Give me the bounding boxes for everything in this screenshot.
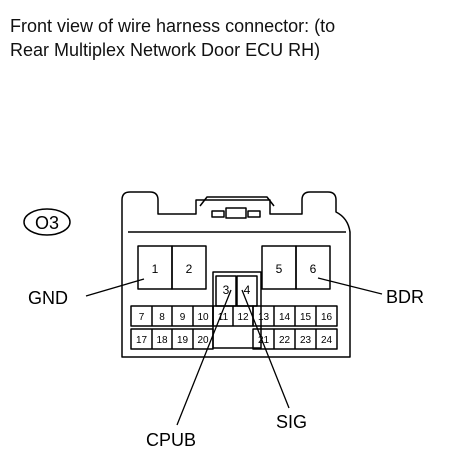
pin-label-14: 14 bbox=[279, 312, 291, 323]
pin-label-3: 3 bbox=[223, 283, 230, 297]
pin-label-24: 24 bbox=[321, 335, 333, 346]
locking-tab bbox=[199, 196, 275, 207]
pin-label-22: 22 bbox=[279, 335, 291, 346]
pin-label-4: 4 bbox=[244, 283, 251, 297]
cavity-2 bbox=[171, 245, 207, 290]
callout-bdr: BDR bbox=[386, 287, 424, 307]
leader-bdr bbox=[317, 277, 383, 295]
pin-label-23: 23 bbox=[300, 335, 312, 346]
connector-code: O3 bbox=[35, 213, 59, 233]
pin-label-17: 17 bbox=[136, 335, 148, 346]
pin-label-11: 11 bbox=[218, 312, 229, 323]
cavity-6 bbox=[295, 245, 331, 290]
connector-code-badge bbox=[23, 208, 71, 236]
row1-dividers bbox=[151, 306, 317, 326]
pin-label-10: 10 bbox=[197, 312, 209, 323]
callout-sig: SIG bbox=[276, 412, 307, 432]
leader-cpub bbox=[176, 289, 232, 426]
callout-gnd: GND bbox=[28, 288, 68, 308]
pin-label-9: 9 bbox=[180, 312, 186, 323]
leader-sig bbox=[241, 289, 290, 409]
pin-label-21: 21 bbox=[258, 335, 270, 346]
pin-label-15: 15 bbox=[300, 312, 312, 323]
pin-label-12: 12 bbox=[237, 312, 249, 323]
pin-label-8: 8 bbox=[159, 312, 165, 323]
pin-label-18: 18 bbox=[156, 335, 168, 346]
pin-label-2: 2 bbox=[186, 262, 193, 276]
pin-label-1: 1 bbox=[152, 262, 159, 276]
lock-slot-right bbox=[247, 210, 261, 218]
pin-label-5: 5 bbox=[276, 262, 283, 276]
lock-slot-left bbox=[211, 210, 225, 218]
row2-dividers bbox=[151, 329, 317, 349]
pin-label-16: 16 bbox=[321, 312, 333, 323]
title-line-2: Rear Multiplex Network Door ECU RH) bbox=[10, 40, 321, 60]
pin-label-13: 13 bbox=[258, 312, 270, 323]
diagram-title: Front view of wire harness connector: (t… bbox=[10, 14, 470, 62]
pin-label-19: 19 bbox=[177, 335, 189, 346]
callout-cpub: CPUB bbox=[146, 430, 196, 450]
lock-window bbox=[225, 207, 247, 219]
pin-label-6: 6 bbox=[310, 262, 317, 276]
pin-label-20: 20 bbox=[197, 335, 209, 346]
title-line-1: Front view of wire harness connector: (t… bbox=[10, 16, 336, 36]
pin-label-7: 7 bbox=[139, 312, 145, 323]
leader-gnd bbox=[85, 278, 145, 297]
connector-housing bbox=[121, 191, 351, 358]
